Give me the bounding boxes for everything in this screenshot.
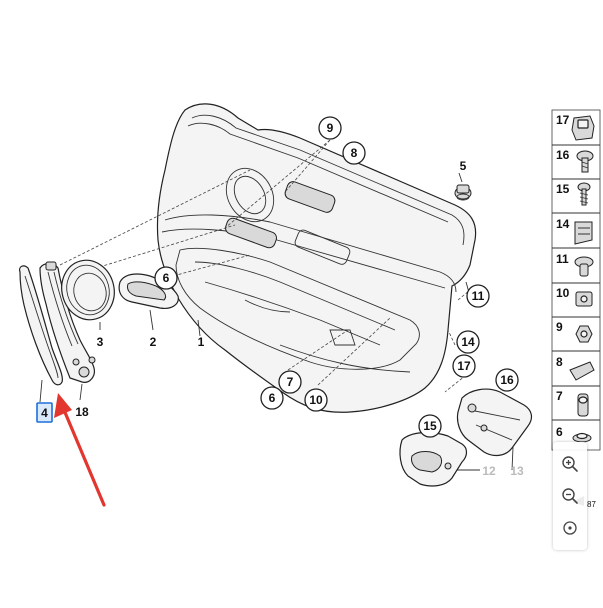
legend-item[interactable]: 6: [556, 425, 592, 443]
door-panel: [156, 103, 477, 413]
highlighted-label-4[interactable]: 4: [36, 402, 53, 423]
legend-item[interactable]: 15: [556, 182, 591, 206]
svg-text:9: 9: [327, 121, 334, 135]
legend-item[interactable]: 7: [556, 389, 589, 417]
callout-10: 10: [304, 388, 328, 412]
part-18-handle-bracket: [39, 261, 96, 383]
svg-text:8: 8: [351, 146, 358, 160]
label-5: 5: [460, 159, 467, 173]
part-4-trim-strip: [19, 265, 63, 386]
svg-text:7: 7: [287, 375, 294, 389]
svg-text:7: 7: [556, 389, 563, 403]
part-16-bracket: [456, 388, 533, 457]
legend-item[interactable]: 17: [556, 113, 595, 141]
part-5-clip: [454, 184, 472, 201]
svg-text:10: 10: [556, 286, 570, 300]
zoom-out-icon: [562, 488, 578, 504]
zoom-in-button[interactable]: [556, 450, 584, 478]
legend-item[interactable]: 8: [556, 355, 595, 381]
svg-text:11: 11: [556, 252, 569, 266]
callout-6-top: 6: [154, 266, 178, 290]
leader-lines: [59, 139, 471, 393]
legend-item[interactable]: 11: [556, 252, 594, 277]
svg-text:8: 8: [556, 355, 563, 369]
svg-text:6: 6: [556, 425, 563, 439]
svg-text:16: 16: [500, 373, 514, 387]
red-arrow: [54, 393, 106, 507]
svg-text:14: 14: [556, 217, 570, 231]
parts-legend: 17 16 15 14 11: [551, 109, 601, 509]
label-1: 1: [198, 335, 205, 349]
legend-footer-code: 87: [587, 500, 596, 509]
svg-text:15: 15: [556, 182, 570, 196]
legend-item[interactable]: 9: [556, 320, 593, 343]
svg-text:11: 11: [472, 289, 485, 303]
zoom-controls: [553, 442, 587, 550]
svg-text:6: 6: [163, 271, 170, 285]
zoom-in-icon: [562, 456, 578, 472]
svg-text:10: 10: [309, 393, 323, 407]
callout-9: 9: [318, 116, 342, 140]
callout-6-bottom: 6: [260, 386, 284, 410]
svg-text:17: 17: [457, 359, 471, 373]
svg-text:15: 15: [423, 419, 437, 433]
zoom-out-button[interactable]: [556, 482, 584, 510]
svg-text:17: 17: [556, 113, 570, 127]
legend-item[interactable]: 14: [556, 217, 593, 245]
svg-text:6: 6: [269, 391, 276, 405]
callout-11: 11: [466, 284, 490, 308]
svg-text:14: 14: [461, 335, 475, 349]
part-12-lower-bracket: [399, 431, 468, 487]
label-13: 13: [510, 464, 524, 478]
label-12: 12: [482, 464, 496, 478]
callout-17: 17: [452, 354, 476, 378]
callout-16: 16: [495, 368, 519, 392]
zoom-reset-button[interactable]: [556, 514, 584, 542]
callout-8: 8: [342, 141, 366, 165]
label-18: 18: [75, 405, 89, 419]
label-2: 2: [150, 335, 157, 349]
part-3-speaker-cover: [61, 259, 115, 321]
callout-14: 14: [456, 330, 480, 354]
callout-7: 7: [278, 370, 302, 394]
legend-item[interactable]: 16: [556, 148, 594, 173]
legend-item[interactable]: 10: [556, 286, 593, 307]
svg-text:4: 4: [41, 406, 48, 420]
svg-text:16: 16: [556, 148, 570, 162]
callout-15: 15: [418, 414, 442, 438]
center-dot-icon: [563, 521, 577, 535]
label-3: 3: [97, 335, 104, 349]
svg-text:9: 9: [556, 320, 563, 334]
